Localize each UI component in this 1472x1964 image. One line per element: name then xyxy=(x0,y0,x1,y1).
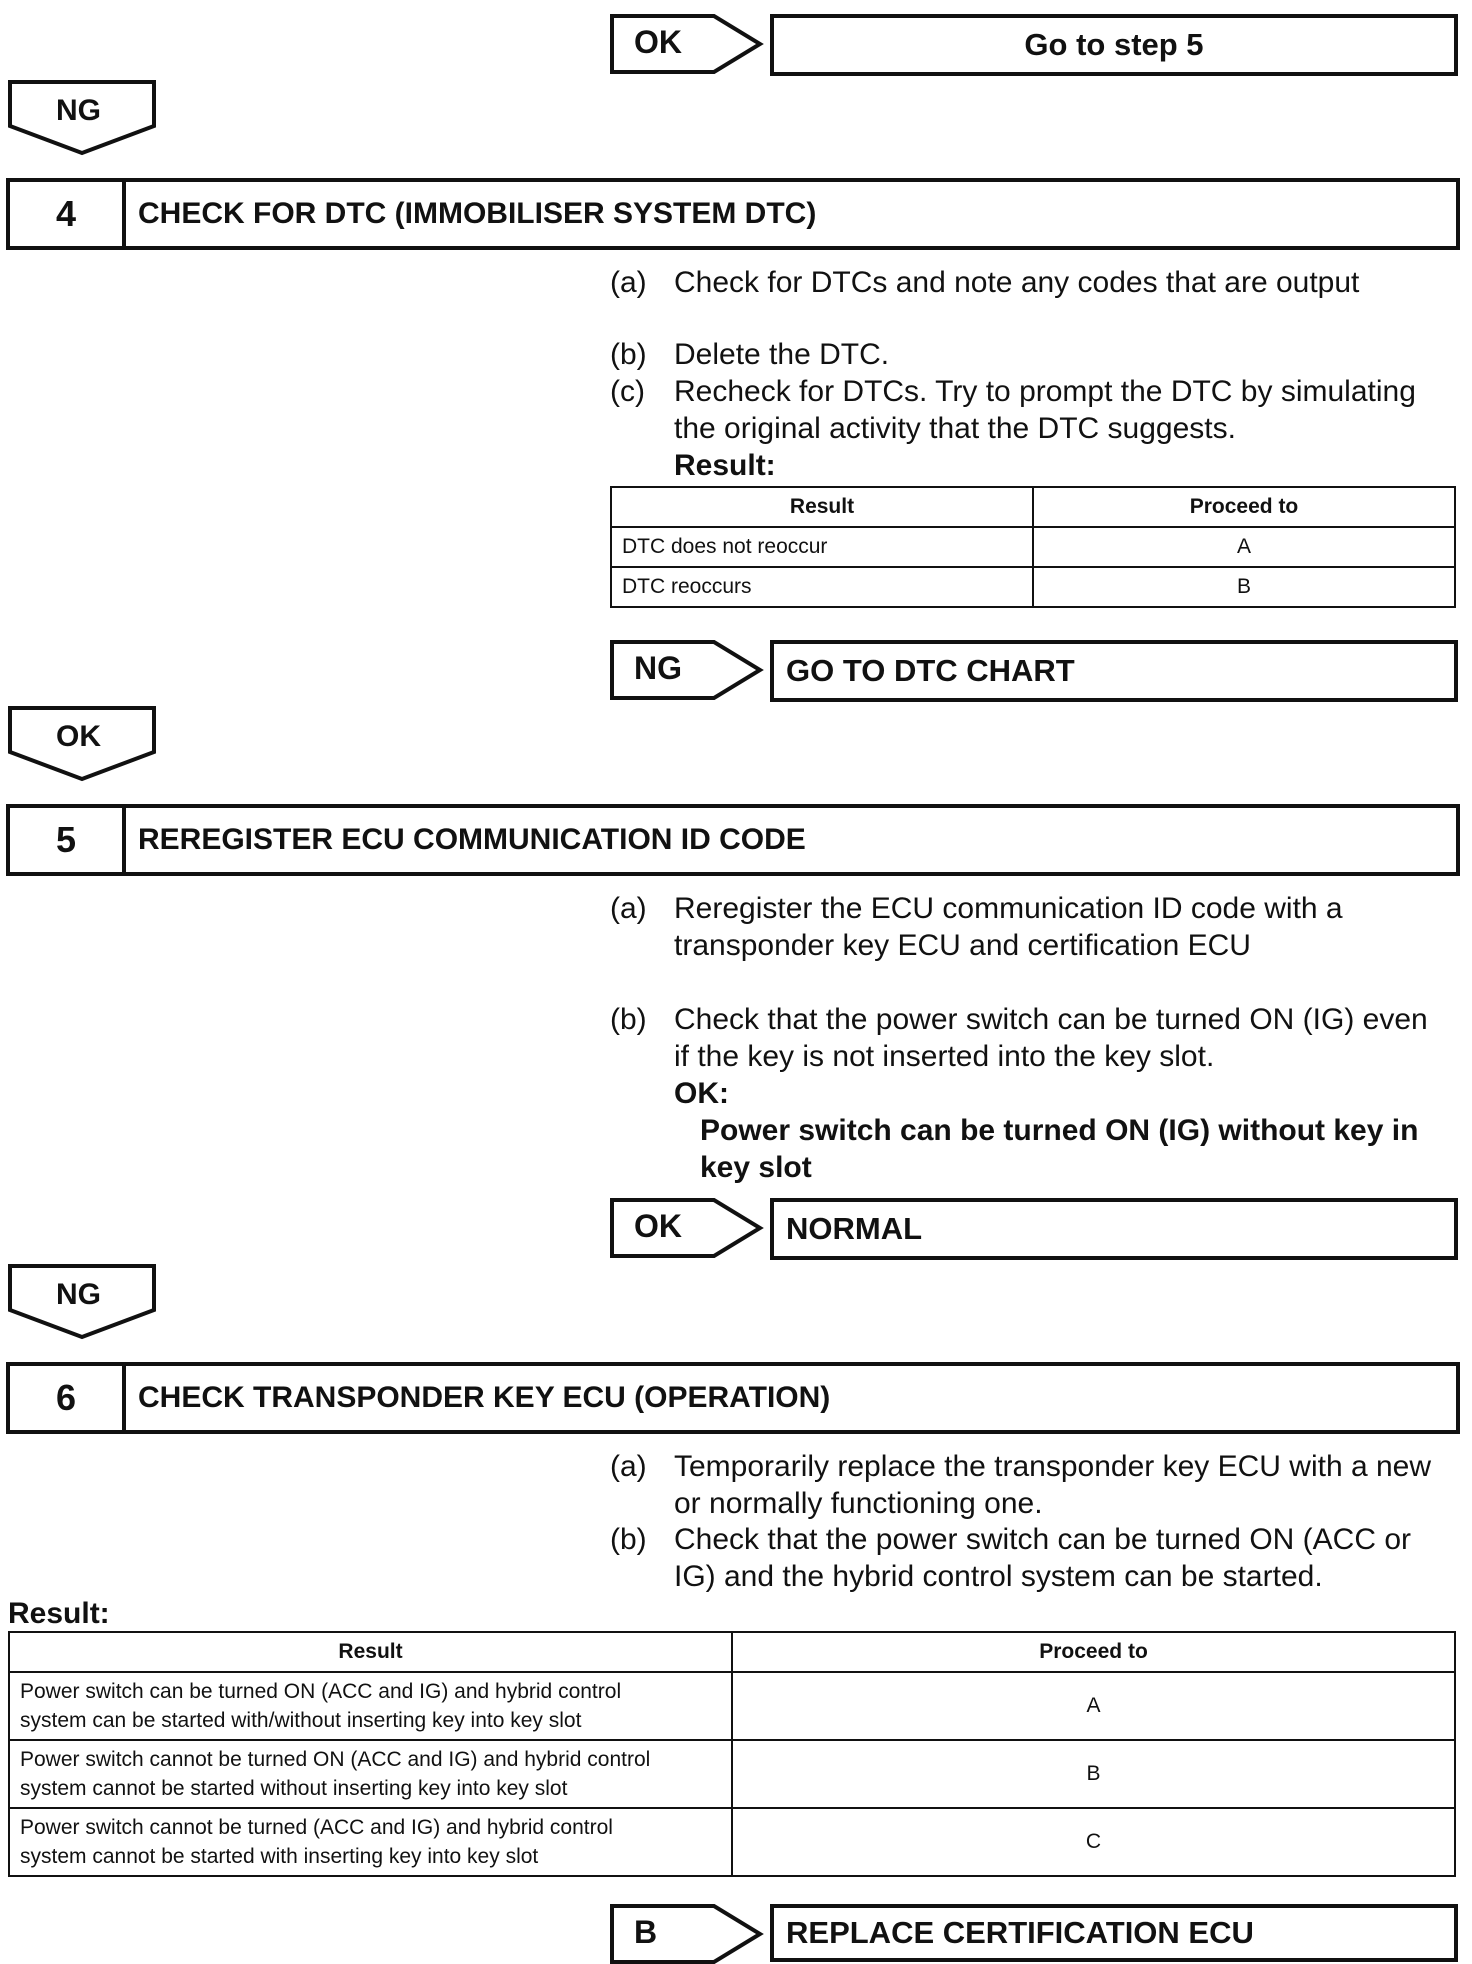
step-6-result-heading: Result: xyxy=(8,1597,110,1630)
step-4-number: 4 xyxy=(10,182,126,246)
step-5-header: 5 REREGISTER ECU COMMUNICATION ID CODE xyxy=(6,804,1460,876)
step-4-result-heading: Result: xyxy=(674,449,776,482)
branch-arrow-ok-normal xyxy=(610,1198,764,1258)
step-4-item-b: (b) Delete the DTC. xyxy=(610,338,890,371)
table-cell-proceed: C xyxy=(731,1807,1456,1877)
table-cell-result: DTC does not reoccur xyxy=(609,526,1035,568)
step-4-item-a: (a) Check for DTCs and note any codes th… xyxy=(610,266,1360,299)
down-arrow-ok-step-4-label: OK xyxy=(56,720,101,753)
branch-arrow-ng-label: NG xyxy=(634,650,682,686)
branch-arrow-ok-label: OK xyxy=(634,24,682,60)
table-cell-proceed: B xyxy=(1032,566,1456,608)
step-5-ok-line-1: Power switch can be turned ON (IG) witho… xyxy=(700,1114,1419,1147)
table-cell-proceed: B xyxy=(731,1739,1456,1809)
step-6-number: 6 xyxy=(10,1366,126,1430)
table-header-proceed: Proceed to xyxy=(731,1631,1456,1673)
replace-certification-ecu-box: REPLACE CERTIFICATION ECU xyxy=(770,1904,1458,1962)
branch-arrow-b-label: B xyxy=(634,1914,658,1950)
down-arrow-ng-top xyxy=(8,80,156,156)
table-row: Power switch cannot be turned (ACC and I… xyxy=(7,1807,1456,1877)
branch-arrow-ok xyxy=(610,14,764,74)
step-6-result-table: Result Proceed to Power switch can be tu… xyxy=(7,1631,1456,1877)
table-header-result: Result xyxy=(7,1631,734,1673)
step-6-title: CHECK TRANSPONDER KEY ECU (OPERATION) xyxy=(138,1381,831,1414)
table-row: Power switch can be turned ON (ACC and I… xyxy=(7,1671,1456,1741)
branch-arrow-ok-normal-label: OK xyxy=(634,1208,682,1244)
go-to-step-5-box: Go to step 5 xyxy=(770,14,1458,76)
table-row: DTC does not reoccur A xyxy=(609,526,1456,568)
down-arrow-ng-step-5-label: NG xyxy=(56,1278,101,1311)
step-4-header: 4 CHECK FOR DTC (IMMOBILISER SYSTEM DTC) xyxy=(6,178,1460,250)
replace-certification-ecu-text: REPLACE CERTIFICATION ECU xyxy=(786,1915,1254,1950)
down-arrow-ok-step-4 xyxy=(8,706,156,782)
step-5-title: REREGISTER ECU COMMUNICATION ID CODE xyxy=(138,823,806,856)
table-cell-proceed: A xyxy=(731,1671,1456,1741)
step-4-result-table: Result Proceed to DTC does not reoccur A… xyxy=(609,486,1456,608)
step-5-ok-line-2: key slot xyxy=(700,1151,812,1184)
table-row: DTC reoccurs B xyxy=(609,566,1456,608)
table-cell-line: system can be started with/without inser… xyxy=(20,1709,582,1732)
table-row: Power switch cannot be turned ON (ACC an… xyxy=(7,1739,1456,1809)
step-6-item-a: (a) Temporarily replace the transponder … xyxy=(610,1450,1432,1520)
go-to-step-5-text: Go to step 5 xyxy=(1024,27,1204,62)
table-cell-line: system cannot be started without inserti… xyxy=(20,1777,568,1800)
table-cell-line: Power switch cannot be turned ON (ACC an… xyxy=(20,1748,651,1771)
table-cell-line: system cannot be started with inserting … xyxy=(20,1845,539,1868)
table-cell-line: Power switch can be turned ON (ACC and I… xyxy=(20,1680,622,1703)
table-cell-proceed: A xyxy=(1032,526,1456,568)
table-header-row: Result Proceed to xyxy=(609,486,1456,528)
go-to-dtc-chart-box: GO TO DTC CHART xyxy=(770,640,1458,702)
normal-text: NORMAL xyxy=(786,1211,923,1246)
go-to-dtc-chart-text: GO TO DTC CHART xyxy=(786,653,1075,688)
down-arrow-ng-top-label: NG xyxy=(56,94,101,127)
step-6-item-b: (b) Check that the power switch can be t… xyxy=(610,1523,1411,1593)
table-header-result: Result xyxy=(609,486,1035,528)
table-cell-result: Power switch cannot be turned ON (ACC an… xyxy=(7,1739,734,1809)
step-5-item-a: (a) Reregister the ECU communication ID … xyxy=(610,892,1343,962)
step-5-item-b: (b) Check that the power switch can be t… xyxy=(610,1003,1428,1073)
table-cell-result: Power switch cannot be turned (ACC and I… xyxy=(7,1807,734,1877)
branch-arrow-b xyxy=(610,1904,764,1964)
table-header-row: Result Proceed to xyxy=(7,1631,1456,1673)
step-6-header: 6 CHECK TRANSPONDER KEY ECU (OPERATION) xyxy=(6,1362,1460,1434)
table-header-proceed: Proceed to xyxy=(1032,486,1456,528)
step-5-ok-heading: OK: xyxy=(674,1077,729,1110)
table-cell-result: DTC reoccurs xyxy=(609,566,1035,608)
down-arrow-ng-step-5 xyxy=(8,1264,156,1340)
table-cell-result: Power switch can be turned ON (ACC and I… xyxy=(7,1671,734,1741)
table-cell-line: Power switch cannot be turned (ACC and I… xyxy=(20,1816,613,1839)
branch-arrow-ng xyxy=(610,640,764,700)
step-5-number: 5 xyxy=(10,808,126,872)
step-4-title: CHECK FOR DTC (IMMOBILISER SYSTEM DTC) xyxy=(138,197,817,230)
normal-box: NORMAL xyxy=(770,1198,1458,1260)
step-4-item-c: (c) Recheck for DTCs. Try to prompt the … xyxy=(610,375,1416,445)
